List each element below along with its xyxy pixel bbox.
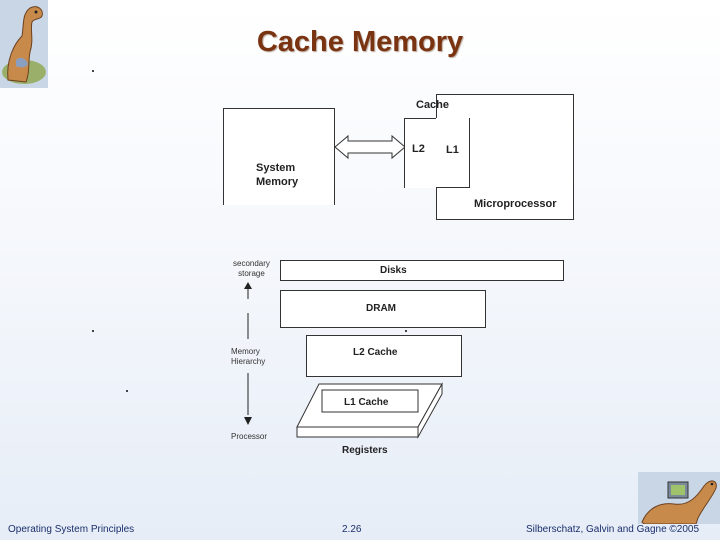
footer-page-number: 2.26 [342,524,362,535]
cache-label: Cache [416,99,450,111]
disks-box [280,260,564,281]
bus-double-arrow [334,134,406,160]
processor-label: Processor [231,432,268,441]
hierarchy-axis-arrow [244,282,252,425]
dinosaur-logo-top [0,0,48,88]
decorative-dot [405,330,407,332]
decorative-dot [126,390,128,392]
l1-cache-box [436,118,470,188]
system-memory-label: System Memory [256,162,299,188]
l2-label: L2 [412,143,425,155]
registers-label: Registers [342,445,388,456]
memory-hierarchy-label: Memory Hierarchy [231,347,266,366]
dram-box [280,290,486,328]
registers-platform [296,382,443,439]
slide-title: Cache Memory [256,26,464,58]
footer-course: Operating System Principles [8,524,135,535]
l2-cache-level-label: L2 Cache [353,347,398,358]
l1-label: L1 [446,144,459,156]
decorative-dot [92,330,94,332]
l1-cache-level-label: L1 Cache [344,397,389,408]
dram-label: DRAM [366,303,396,314]
l2-cache-level-box [306,335,462,377]
dinosaur-logo-bottom [638,472,720,524]
microprocessor-label: Microprocessor [474,198,557,210]
system-memory-box [223,108,335,205]
decorative-dot [92,70,94,72]
footer-copyright: Silberschatz, Galvin and Gagne ©2005 [526,524,700,535]
disks-label: Disks [380,265,407,276]
secondary-storage-label: secondary storage [233,259,270,278]
